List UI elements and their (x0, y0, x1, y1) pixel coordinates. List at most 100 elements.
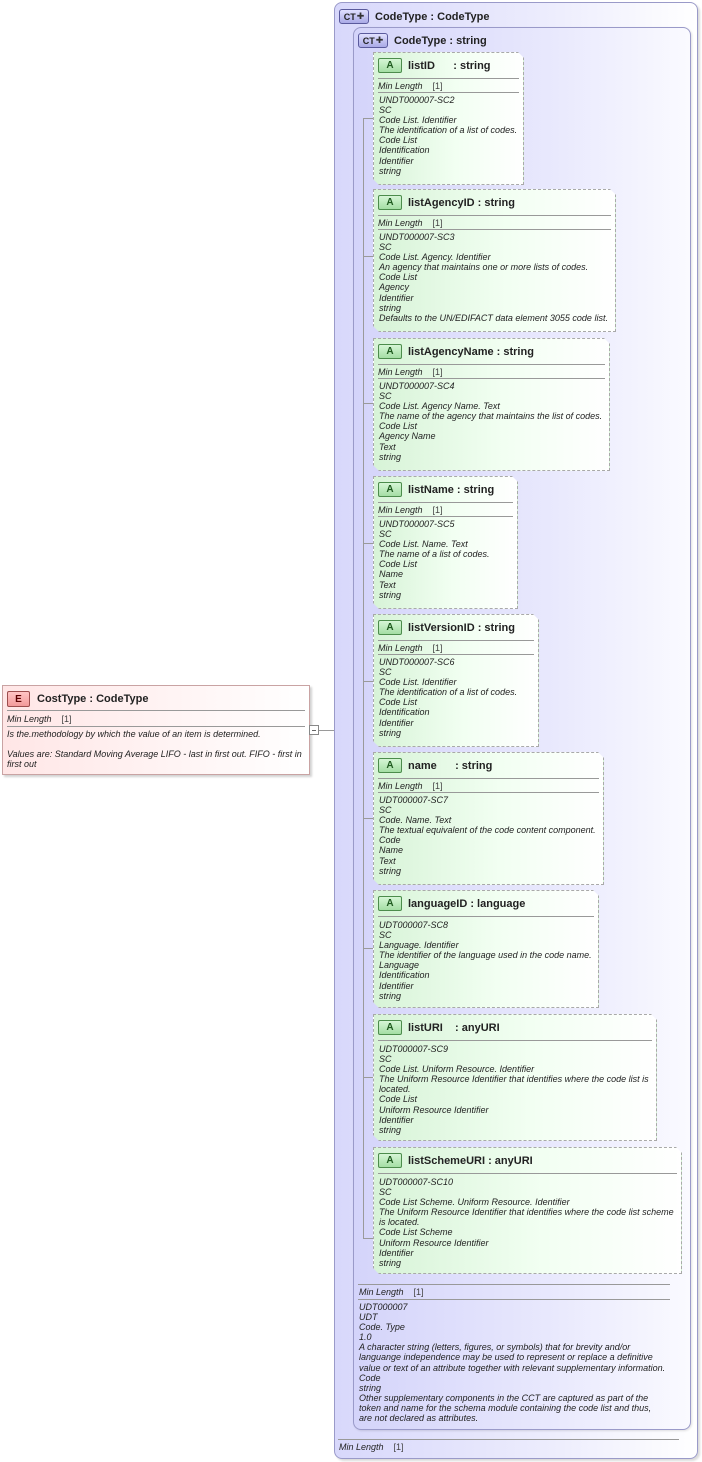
attribute-documentation: UDT000007-SC10 SC Code List Scheme. Unif… (379, 1177, 674, 1268)
divider (7, 726, 305, 727)
tree-branch (363, 403, 373, 404)
min-length-value: [1] (432, 367, 443, 377)
attribute-listagencyname[interactable]: A listAgencyName : string Min Length[1] … (373, 338, 610, 471)
attribute-name[interactable]: A name : string Min Length [1] UDT000007-… (373, 752, 604, 885)
attribute-listuri[interactable]: A listURI : anyURI UDT000007-SC9 SC Code… (373, 1014, 657, 1141)
inner-type-header: CT✚ CodeType : string (358, 33, 487, 48)
attribute-listid[interactable]: A listID : string Min Length [1] UNDT0000… (373, 52, 524, 185)
min-length-label: Min Length (378, 218, 423, 228)
divider (378, 378, 605, 379)
attribute-title: listAgencyID : string (408, 196, 515, 209)
element-icon: E (7, 691, 30, 707)
element-min-length: Min Length[1] (7, 714, 72, 724)
divider (358, 1284, 670, 1285)
attribute-header: A listURI : anyURI (378, 1020, 500, 1035)
attribute-header: A listSchemeURI : anyURI (378, 1153, 533, 1168)
min-length-label: Min Length (378, 81, 423, 91)
collapse-toggle-icon[interactable] (309, 725, 319, 735)
divider (378, 502, 513, 503)
attribute-listschemeuri[interactable]: A listSchemeURI : anyURI UDT000007-SC10 … (373, 1147, 682, 1274)
attribute-documentation: UNDT000007-SC2 SC Code List. Identifier … (379, 95, 518, 176)
attribute-title: name : string (408, 759, 493, 772)
attribute-listagencyid[interactable]: A listAgencyID : string Min Length [1] UN… (373, 189, 616, 332)
tree-branch (363, 1077, 373, 1078)
divider (378, 364, 605, 365)
attribute-icon: A (378, 620, 402, 635)
element-costtype[interactable]: E CostType : CodeType Min Length[1] Is t… (2, 685, 310, 775)
attribute-header: A listAgencyName : string (378, 344, 534, 359)
min-length-value: [1] (432, 81, 443, 91)
divider (338, 1439, 679, 1440)
tree-branch (363, 543, 373, 544)
outer-type-title: CodeType : CodeType (375, 10, 490, 23)
attribute-title: listVersionID : string (408, 621, 515, 634)
min-length-label: Min Length (378, 781, 423, 791)
attribute-listname[interactable]: A listName : string Min Length [1] UNDT00… (373, 476, 518, 609)
attribute-documentation: UNDT000007-SC6 SC Code List. Identifier … (379, 657, 518, 738)
attribute-header: A name : string (378, 758, 492, 773)
divider (378, 215, 611, 216)
tree-branch (363, 118, 373, 119)
divider (378, 640, 534, 641)
tree-branch (363, 818, 373, 819)
attribute-listversionid[interactable]: A listVersionID : string Min Length [1] U… (373, 614, 539, 747)
outer-type-header: CT✚ CodeType : CodeType (339, 9, 490, 24)
attribute-title: listID : string (408, 59, 491, 72)
divider (378, 916, 594, 917)
divider (378, 792, 599, 793)
tree-line (363, 118, 364, 1238)
divider (378, 778, 599, 779)
attribute-documentation: UDT000007-SC7 SC Code. Name. Text The te… (379, 795, 596, 876)
divider (358, 1299, 670, 1300)
attribute-documentation: UDT000007-SC9 SC Code List. Uniform Reso… (379, 1044, 649, 1135)
min-length-label: Min Length (378, 505, 423, 515)
attribute-header: A languageID : language (378, 896, 525, 911)
attribute-min-length: Min Length [1] (378, 643, 443, 653)
attribute-min-length: Min Length [1] (378, 781, 443, 791)
attribute-min-length: Min Length [1] (378, 367, 443, 377)
element-documentation: Is the.methodology by which the value of… (7, 729, 302, 769)
complex-type-icon: CT✚ (339, 9, 369, 24)
divider (378, 1040, 652, 1041)
attribute-documentation: UNDT000007-SC5 SC Code List. Name. Text … (379, 519, 490, 600)
attribute-header: A listVersionID : string (378, 620, 515, 635)
element-header: E CostType : CodeType (7, 691, 148, 707)
attribute-title: listURI : anyURI (408, 1021, 500, 1034)
attribute-min-length: Min Length [1] (378, 218, 443, 228)
attribute-documentation: UNDT000007-SC4 SC Code List. Agency Name… (379, 381, 603, 462)
attribute-title: listName : string (408, 483, 495, 496)
attribute-min-length: Min Length [1] (378, 505, 443, 515)
min-length-label: Min Length (378, 643, 423, 653)
min-length-value: [1] (432, 781, 443, 791)
attribute-title: listAgencyName : string (408, 345, 534, 358)
attribute-icon: A (378, 1020, 402, 1035)
attribute-documentation: UDT000007-SC8 SC Language. Identifier Th… (379, 920, 592, 1001)
min-length-label: Min Length (7, 714, 52, 724)
attribute-documentation: UNDT000007-SC3 SC Code List. Agency. Ide… (379, 232, 608, 323)
min-length-value: [1] (393, 1442, 404, 1452)
attribute-languageid[interactable]: A languageID : language UDT000007-SC8 SC… (373, 890, 599, 1008)
min-length-value: [1] (432, 643, 443, 653)
divider (378, 78, 519, 79)
min-length-value: [1] (432, 505, 443, 515)
min-length-label: Min Length (359, 1287, 404, 1297)
divider (378, 516, 513, 517)
divider (378, 229, 611, 230)
min-length-value: [1] (432, 218, 443, 228)
attribute-icon: A (378, 482, 402, 497)
divider (378, 654, 534, 655)
attribute-header: A listID : string (378, 58, 491, 73)
attribute-min-length: Min Length [1] (378, 81, 443, 91)
attribute-icon: A (378, 195, 402, 210)
outer-type-min-length: Min Length[1] (339, 1442, 404, 1452)
min-length-label: Min Length (378, 367, 423, 377)
divider (7, 710, 305, 711)
divider (378, 1173, 677, 1174)
inner-type-documentation: UDT000007 UDT Code. Type 1.0 A character… (359, 1302, 666, 1424)
tree-branch (363, 948, 373, 949)
attribute-icon: A (378, 344, 402, 359)
element-title: CostType : CodeType (37, 693, 149, 705)
attribute-icon: A (378, 1153, 402, 1168)
tree-branch (363, 256, 373, 257)
attribute-icon: A (378, 896, 402, 911)
